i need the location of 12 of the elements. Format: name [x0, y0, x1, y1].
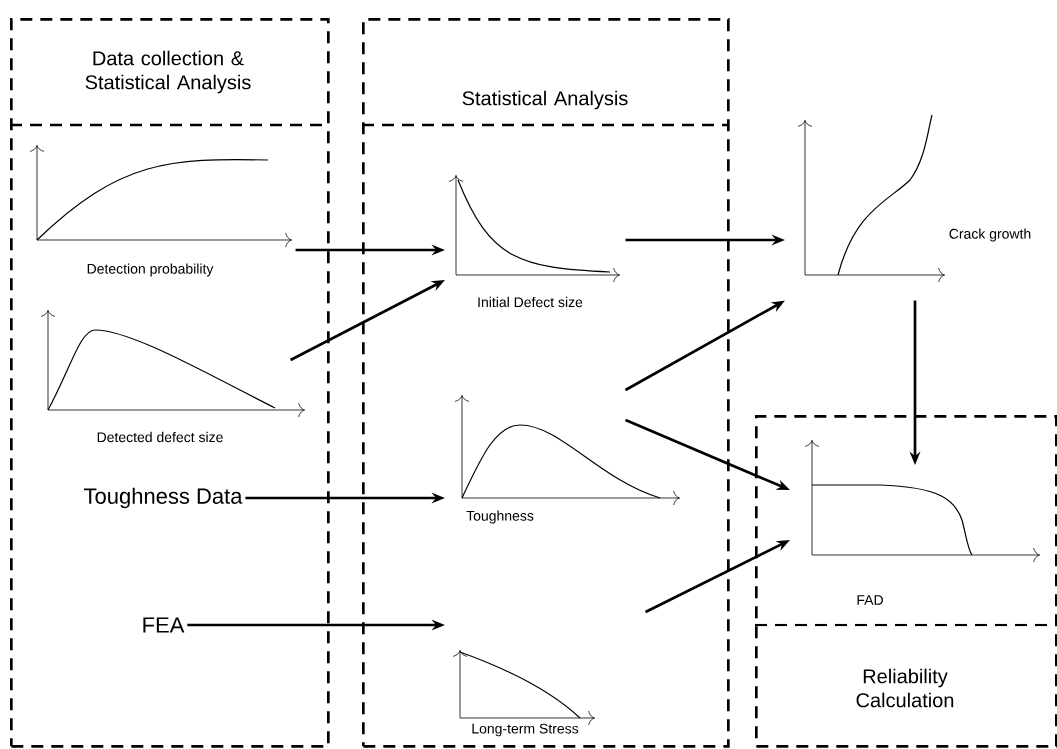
chart-caption: FAD: [857, 595, 883, 605]
source-label: FEA: [143, 617, 185, 633]
chart-caption: Long-term Stress: [472, 723, 579, 737]
chart-caption: Detected defect size: [97, 431, 223, 443]
chart-caption: Initial Defect size: [478, 296, 583, 308]
chart-caption: Crack growth: [949, 228, 1031, 242]
chart-caption: Detection probability: [87, 263, 214, 277]
source-label: Toughness Data: [84, 487, 243, 509]
panel-heading: Reliability Calculation: [856, 668, 954, 708]
panel-heading: Data collection & Statistical Analysis: [85, 50, 251, 94]
panel-heading: Statistical Analysis: [462, 90, 628, 110]
chart-caption: Toughness: [466, 510, 534, 524]
